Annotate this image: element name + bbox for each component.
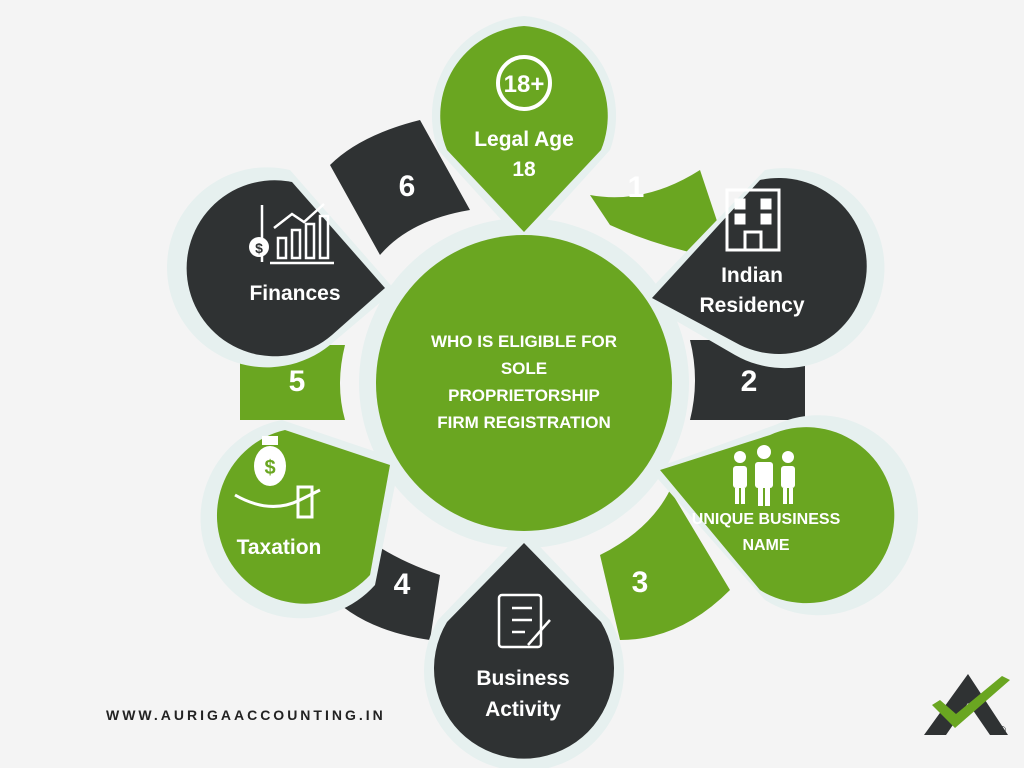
finances-drop: [186, 180, 385, 357]
segment-2-number: 2: [741, 365, 758, 398]
checklist-document-icon: [497, 593, 551, 649]
svg-text:$: $: [255, 240, 263, 256]
segment-1: 1: [590, 170, 730, 260]
segment-3: 3: [600, 490, 730, 640]
segment-4-number: 4: [394, 568, 411, 601]
item-indian-residency: Indian Residency: [640, 168, 885, 369]
segment-6: 6: [330, 120, 470, 255]
activity-label-line1: Business: [476, 667, 569, 690]
taxation-label: Taxation: [237, 536, 322, 559]
segment-6-number: 6: [399, 170, 416, 203]
segment-5-number: 5: [289, 365, 306, 398]
item-legal-age: 18+ Legal Age 18: [431, 16, 617, 245]
finance-chart-icon: $: [249, 203, 334, 265]
center-circle-shape: [376, 235, 672, 531]
activity-label-line2: Activity: [485, 698, 561, 721]
business-name-label-line1: UNIQUE BUSINESS: [692, 511, 841, 528]
center-title-line3: PROPRIETORSHIP: [448, 386, 600, 405]
segment-3-number: 3: [632, 566, 649, 599]
age-18-plus-icon: 18+: [496, 55, 552, 111]
segment-3-band: [600, 490, 730, 640]
svg-text:$: $: [264, 457, 275, 479]
logo-registered-mark: ®: [998, 725, 1006, 737]
auriga-logo-icon: ®: [924, 674, 1010, 737]
legal-age-label-line2: 18: [512, 158, 536, 181]
segment-1-number: 1: [628, 171, 645, 204]
segment-1-band: [590, 170, 730, 260]
money-bag-hand-icon: $: [234, 436, 321, 519]
business-name-drop: [660, 427, 895, 604]
legal-age-drop: [440, 26, 608, 232]
building-icon: [725, 188, 781, 252]
item-finances: $ Finances: [167, 167, 395, 368]
people-group-icon: [733, 445, 795, 506]
ring-segments: 1 2 3 4 5 6: [240, 120, 805, 640]
center-title-line2: SOLE: [501, 359, 547, 378]
segment-6-band: [330, 120, 470, 255]
age-badge-text: 18+: [504, 71, 545, 98]
item-taxation: $ Taxation: [200, 420, 400, 619]
business-name-label-line2: NAME: [742, 537, 789, 554]
legal-age-label-line1: Legal Age: [474, 128, 574, 151]
activity-drop: [434, 543, 614, 759]
item-unique-business-name: UNIQUE BUSINESS NAME: [650, 415, 919, 616]
item-business-activity: Business Activity: [424, 530, 624, 768]
website-url: WWW.AURIGAACCOUNTING.IN: [106, 707, 386, 723]
center-circle: WHO IS ELIGIBLE FOR SOLE PROPRIETORSHIP …: [376, 235, 672, 531]
finances-label: Finances: [249, 282, 340, 305]
residency-drop: [652, 177, 867, 354]
residency-label-line2: Residency: [699, 294, 804, 317]
center-title-line1: WHO IS ELIGIBLE FOR: [431, 332, 617, 351]
residency-label-line1: Indian: [721, 264, 783, 287]
center-title-line4: FIRM REGISTRATION: [437, 413, 610, 432]
